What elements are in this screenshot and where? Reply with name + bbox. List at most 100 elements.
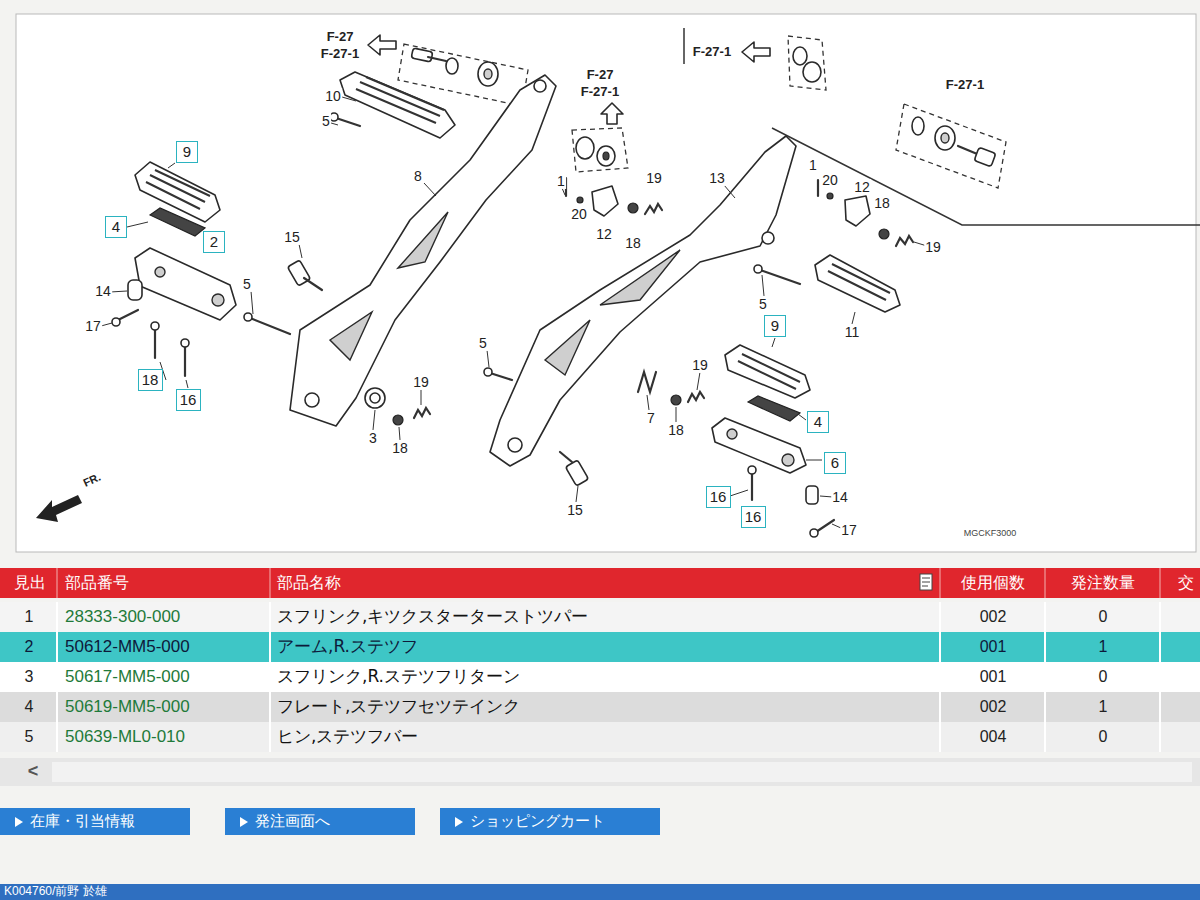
stopper-nut-spring: [414, 408, 430, 418]
boxed-callout: 2: [203, 231, 225, 253]
bolt-and-pin: [112, 113, 834, 537]
leader-line: [168, 163, 175, 168]
leader-line: [399, 427, 400, 440]
callout-number: 9: [771, 317, 779, 334]
peg-rubber-ridges: [146, 77, 890, 389]
step-arm: [727, 429, 737, 439]
table-cell: 001: [980, 668, 1007, 686]
section-ref: F-27: [326, 30, 355, 45]
bolt-and-pin: [304, 278, 322, 290]
step-arm: [212, 294, 224, 306]
washer-collar-bolt: [446, 58, 458, 74]
callout-number: 10: [324, 88, 342, 104]
stopper-nut-spring: [671, 395, 681, 405]
table-row: [0, 692, 1200, 722]
step-peg: [135, 162, 220, 222]
button-icon: [454, 816, 464, 828]
step-arm: [135, 248, 806, 473]
leader-line: [421, 389, 422, 405]
bolt-and-pin: [817, 180, 819, 196]
front-arrow: [36, 495, 82, 522]
button-label: ショッピングカート: [470, 813, 605, 830]
step-arm: [712, 418, 806, 473]
stopper-nut-spring: [365, 186, 913, 425]
peg-rubber-ridges: [828, 264, 890, 300]
step-bracket: [600, 250, 680, 305]
step-peg: [815, 255, 900, 312]
callout-number: 1: [556, 173, 566, 189]
button-icon: [455, 817, 463, 827]
leader-line: [342, 97, 356, 101]
leader-line: [697, 372, 700, 390]
step-arm: [155, 267, 165, 277]
leader-line: [562, 188, 565, 195]
boxed-callout: 16: [176, 389, 201, 411]
step-peg: [725, 345, 810, 398]
leader-line: [127, 222, 148, 227]
leader-line: [331, 123, 338, 125]
part-number: 50639-ML0-010: [65, 727, 185, 747]
leader-line: [724, 185, 735, 198]
callout-number: 17: [840, 522, 858, 538]
stopper-nut-spring: [896, 236, 913, 246]
callout-number: 18: [624, 235, 642, 251]
callout-number: 4: [814, 413, 822, 430]
scroll-bar: [52, 762, 1192, 782]
bolt-and-pin: [760, 270, 800, 284]
table-header-bar: [57, 568, 1160, 598]
washer-collar-bolt: [428, 57, 446, 61]
scroll-bar: [0, 758, 1200, 786]
leader-line: [424, 183, 436, 196]
step-arm: [782, 454, 794, 466]
setting-plate: [150, 208, 205, 236]
callout-number: 14: [831, 489, 849, 505]
table-header: 部品名称: [277, 574, 341, 592]
section-ref: F-27-1: [320, 47, 360, 62]
table-cell: スフリンク,キツクスターターストツパー: [277, 607, 588, 627]
washer-collar-bolt: [478, 62, 498, 86]
bolt-and-pin: [336, 118, 360, 126]
scroll-bar: [0, 758, 1200, 786]
callout-number: 12: [853, 179, 871, 195]
washer-collar-bolt: [935, 126, 955, 150]
dashed-detail-box: [572, 128, 628, 172]
leader-line: [762, 275, 764, 296]
callout-number: 13: [708, 170, 726, 186]
callout-number: 19: [645, 170, 663, 186]
step-bracket: [534, 80, 546, 92]
table-cell: フレート,ステツフセツテインク: [277, 697, 520, 717]
stopper-nut-spring: [628, 203, 638, 213]
leader-line: [798, 414, 806, 420]
leader-line: [299, 244, 302, 258]
leader-line: [110, 291, 127, 292]
boxed-callout: 18: [138, 369, 163, 391]
table-cell: アーム,R.ステツフ: [277, 637, 418, 657]
leader-line: [186, 380, 188, 388]
table-cell: 3: [25, 668, 34, 686]
section-ref: F-27-1: [945, 78, 985, 93]
front-arrow: [36, 495, 82, 522]
callout-number: 5: [321, 113, 331, 129]
callout-number: 19: [924, 239, 942, 255]
callout-number: 9: [183, 143, 191, 160]
table-header: 使用個数: [961, 574, 1025, 592]
nav-button: ショッピングカート: [440, 808, 660, 835]
setting-plate: [150, 208, 800, 421]
table-cell: 4: [25, 698, 34, 716]
callout-number: 17: [84, 318, 102, 334]
leader-line: [251, 291, 253, 314]
washer-collar-bolt: [912, 117, 924, 135]
table-row: [0, 632, 1200, 662]
step-peg: [340, 72, 455, 138]
callout-number: 11: [844, 324, 861, 340]
stopper-nut-spring: [879, 229, 889, 239]
bolt-and-pin: [484, 368, 492, 376]
bolt-and-pin: [748, 466, 756, 474]
callout-number: 12: [595, 226, 613, 242]
step-bracket: [762, 232, 774, 244]
callout-number: 18: [873, 195, 891, 211]
callout-number: 18: [391, 440, 409, 456]
bolt-and-pin: [287, 260, 310, 286]
